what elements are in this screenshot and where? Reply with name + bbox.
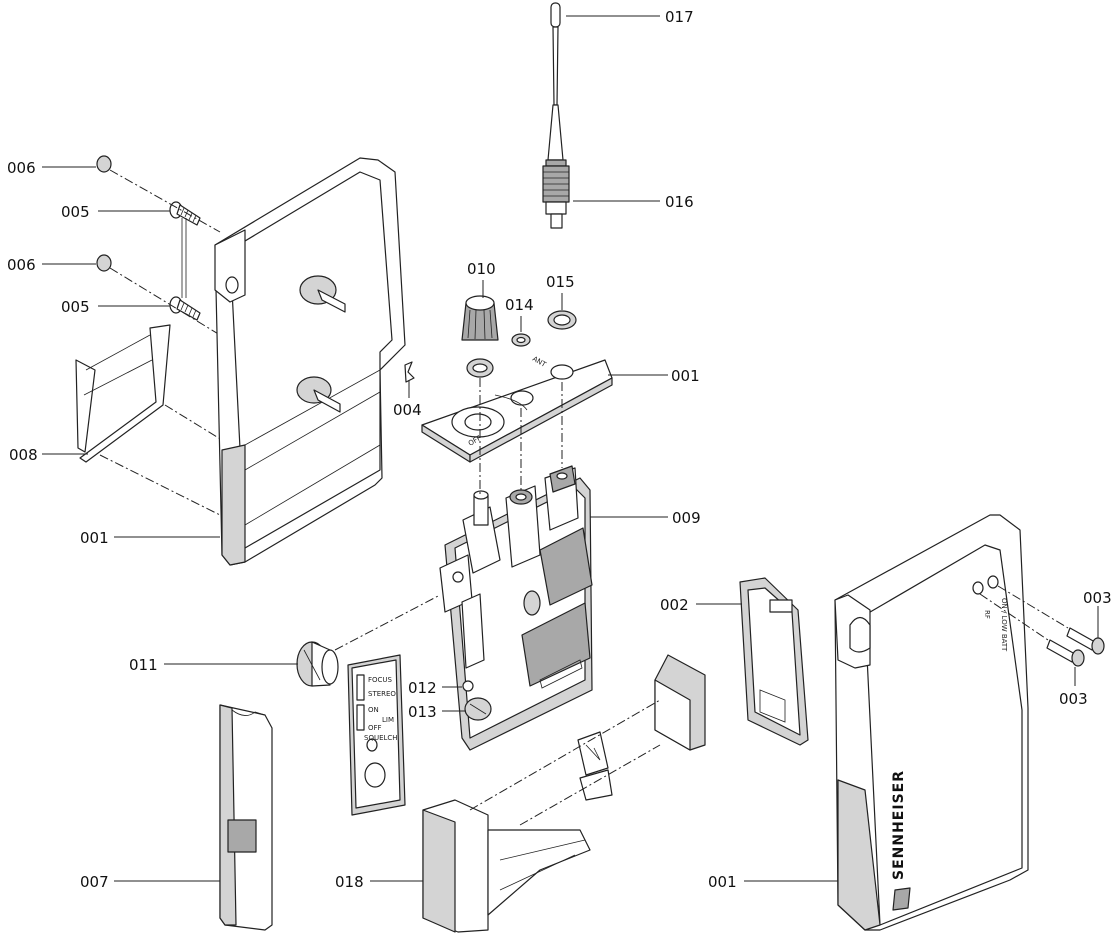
label-003-bottom: 003 bbox=[1059, 690, 1088, 708]
label-013: 013 bbox=[408, 703, 437, 721]
label-003-top: 003 bbox=[1083, 589, 1112, 607]
panel-text-squelch: SQUELCH bbox=[364, 734, 398, 742]
label-015: 015 bbox=[546, 273, 575, 291]
label-004: 004 bbox=[393, 401, 422, 419]
brand-logo: SENNHEISER bbox=[891, 770, 907, 880]
label-016: 016 bbox=[665, 193, 694, 211]
panel-text-off-2: OFF bbox=[368, 724, 382, 732]
panel-text-stereo: STEREO bbox=[368, 690, 396, 698]
spring-004 bbox=[404, 361, 415, 383]
label-005-top: 005 bbox=[61, 203, 90, 221]
battery-tray-018 bbox=[422, 799, 591, 933]
switch-plate: FOCUS STEREO ON LIM OFF SQUELCH bbox=[347, 654, 406, 816]
pcb-assembly-009 bbox=[439, 465, 593, 751]
screw-003-bottom bbox=[1046, 639, 1085, 667]
panel-text-focus: FOCUS bbox=[368, 676, 393, 684]
label-001-front-housing: 001 bbox=[708, 873, 737, 891]
battery-door-007 bbox=[219, 704, 273, 931]
label-001-top-panel: 001 bbox=[671, 367, 700, 385]
volume-knob-010 bbox=[461, 295, 499, 378]
battery-contact-small bbox=[577, 731, 613, 801]
control-knob-011 bbox=[296, 641, 339, 687]
panel-text-ant: ANT bbox=[531, 355, 548, 369]
antenna-017 bbox=[547, 2, 564, 161]
label-011: 011 bbox=[129, 656, 158, 674]
label-002: 002 bbox=[660, 596, 689, 614]
panel-text-lim: LIM bbox=[382, 716, 394, 724]
label-007: 007 bbox=[80, 873, 109, 891]
screw-005-top bbox=[169, 201, 201, 226]
top-panel-001: OFF ANT bbox=[421, 355, 613, 463]
label-017: 017 bbox=[665, 8, 694, 26]
front-housing-001-right: RF ON / LOW BATT SENNHEISER bbox=[834, 514, 1029, 931]
panel-text-rf: RF bbox=[983, 610, 991, 619]
label-012: 012 bbox=[408, 679, 437, 697]
screw-cap-006-top bbox=[96, 155, 112, 173]
label-010: 010 bbox=[467, 260, 496, 278]
battery-contact-large bbox=[654, 654, 706, 751]
label-006-bottom: 006 bbox=[7, 256, 36, 274]
label-001-rear-housing: 001 bbox=[80, 529, 109, 547]
side-panel-002 bbox=[739, 577, 809, 746]
screw-cap-006-bottom bbox=[96, 254, 112, 272]
antenna-connector-016 bbox=[542, 159, 570, 229]
nut-014 bbox=[511, 333, 531, 347]
panel-text-on: ON bbox=[368, 706, 379, 714]
screw-005-bottom bbox=[169, 296, 201, 321]
label-008: 008 bbox=[9, 446, 38, 464]
label-009: 009 bbox=[672, 509, 701, 527]
label-014: 014 bbox=[505, 296, 534, 314]
label-005-bottom: 005 bbox=[61, 298, 90, 316]
label-018: 018 bbox=[335, 873, 364, 891]
rear-housing-001-left bbox=[214, 157, 406, 566]
label-006-top: 006 bbox=[7, 159, 36, 177]
ring-nut-015 bbox=[547, 310, 577, 330]
panel-text-on-low-batt: ON / LOW BATT bbox=[1000, 598, 1008, 652]
belt-clip-008 bbox=[75, 324, 171, 463]
